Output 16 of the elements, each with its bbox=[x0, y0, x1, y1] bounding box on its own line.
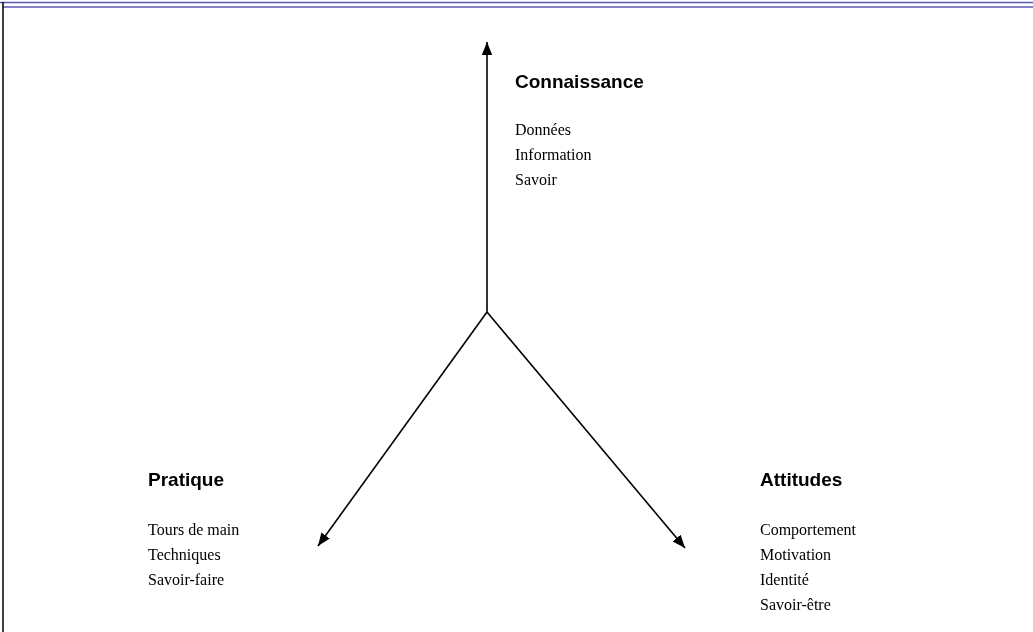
axis-title: Pratique bbox=[148, 468, 225, 492]
axis-item: Tours de main bbox=[148, 520, 240, 540]
axis-title: Attitudes bbox=[760, 468, 843, 492]
axis-item: Savoir bbox=[515, 170, 557, 190]
axis-item: Identité bbox=[760, 570, 809, 590]
axis-item: Données bbox=[515, 120, 571, 140]
axis-item: Savoir-faire bbox=[148, 570, 225, 590]
arrow bbox=[486, 311, 686, 549]
axis-item: Savoir-être bbox=[760, 595, 831, 615]
arrow bbox=[317, 311, 488, 547]
axis-item: Motivation bbox=[760, 545, 832, 565]
axis-item: Techniques bbox=[148, 545, 221, 565]
axis-item: Information bbox=[515, 145, 592, 165]
arrow bbox=[481, 41, 493, 313]
axis-item: Comportement bbox=[760, 520, 856, 540]
axis-title: Connaissance bbox=[515, 70, 644, 94]
